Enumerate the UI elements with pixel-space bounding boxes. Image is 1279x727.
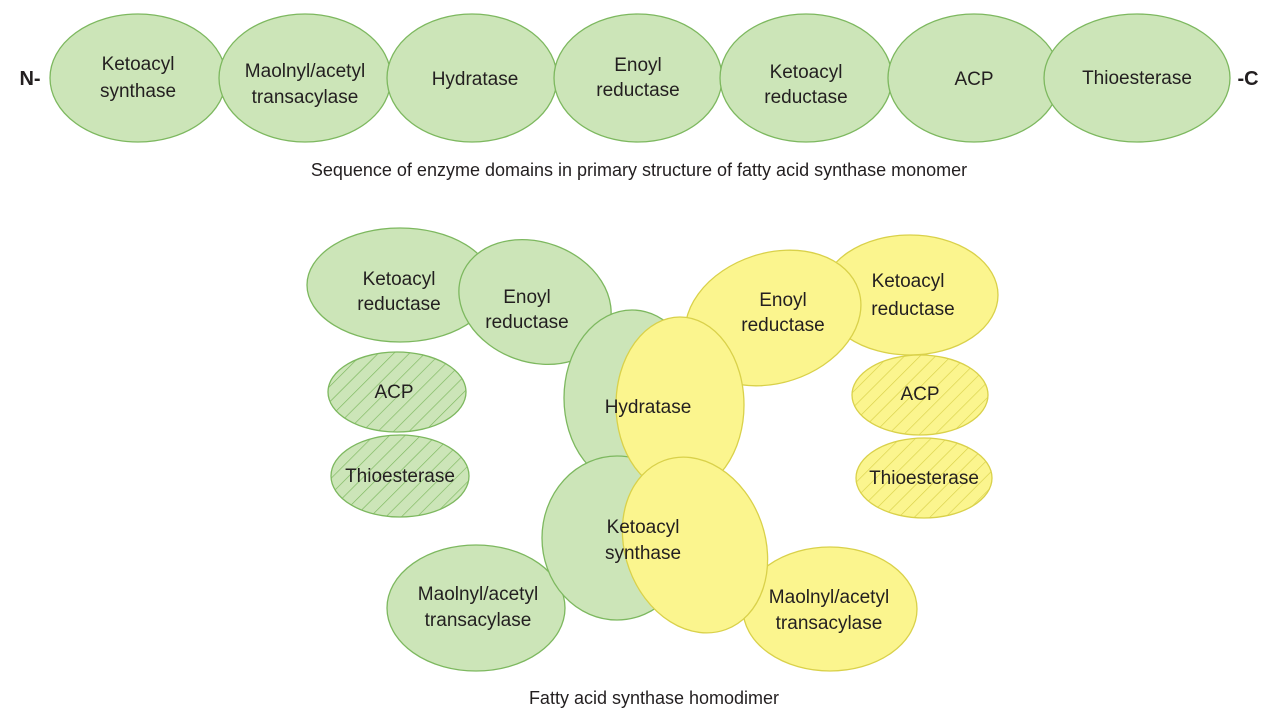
c-terminus-label: -C bbox=[1237, 68, 1258, 90]
green-transacylase-shape bbox=[386, 544, 566, 672]
monomer-thioesterase: Thioesterase bbox=[1043, 13, 1231, 143]
monomer-caption: Sequence of enzyme domains in primary st… bbox=[311, 160, 967, 180]
monomer-ketoacyl-synthase: Ketoacyl synthase bbox=[49, 13, 227, 143]
domain-label-line2: reductase bbox=[596, 80, 679, 101]
ketoacyl-synthase-line2: synthase bbox=[605, 543, 681, 564]
domain-label-line1: Ketoacyl bbox=[102, 54, 175, 75]
green-enoyl-reductase-line2: reductase bbox=[485, 312, 568, 333]
yellow-acp-label: ACP bbox=[900, 384, 939, 405]
yellow-ketoacyl-reductase-line2: reductase bbox=[871, 299, 954, 320]
green-ketoacyl-reductase-line2: reductase bbox=[357, 294, 440, 315]
yellow-enoyl-reductase-line1: Enoyl bbox=[759, 290, 807, 311]
monomer-transacylase: Maolnyl/acetyl transacylase bbox=[218, 13, 392, 143]
domain-label-line1: Thioesterase bbox=[1082, 68, 1192, 89]
domain-label-line1: Maolnyl/acetyl bbox=[245, 61, 365, 82]
yellow-transacylase-line2: transacylase bbox=[776, 613, 883, 634]
yellow-transacylase-shape bbox=[742, 546, 918, 672]
yellow-transacylase-line1: Maolnyl/acetyl bbox=[769, 587, 889, 608]
monomer-enoyl-reductase: Enoyl reductase bbox=[553, 13, 723, 143]
monomer-hydratase: Hydratase bbox=[386, 13, 558, 143]
green-acp-label: ACP bbox=[374, 382, 413, 403]
monomer-acp: ACP bbox=[887, 13, 1061, 143]
n-terminus-label: N- bbox=[19, 68, 40, 90]
domain-ellipse bbox=[49, 13, 227, 143]
ketoacyl-synthase-line1: Ketoacyl bbox=[607, 517, 680, 538]
green-ketoacyl-reductase-line1: Ketoacyl bbox=[363, 269, 436, 290]
yellow-ketoacyl-synthase-shape bbox=[621, 456, 769, 634]
domain-label-line2: transacylase bbox=[252, 87, 359, 108]
domain-label-line1: Hydratase bbox=[432, 69, 519, 90]
green-enoyl-reductase-line1: Enoyl bbox=[503, 287, 551, 308]
domain-label-line2: reductase bbox=[764, 87, 847, 108]
green-acp-shape bbox=[327, 351, 467, 433]
domain-label-line1: ACP bbox=[954, 69, 993, 90]
homodimer: Ketoacyl reductase Enoyl reductase ACP T… bbox=[306, 227, 999, 708]
domain-label-line1: Ketoacyl bbox=[770, 62, 843, 83]
green-transacylase-line1: Maolnyl/acetyl bbox=[418, 584, 538, 605]
yellow-thioesterase-shape bbox=[855, 437, 993, 519]
yellow-enoyl-reductase-line2: reductase bbox=[741, 315, 824, 336]
hydratase-label: Hydratase bbox=[605, 397, 692, 418]
homodimer-caption: Fatty acid synthase homodimer bbox=[529, 688, 779, 708]
green-thioesterase-label: Thioesterase bbox=[345, 466, 455, 487]
domain-ellipse bbox=[1043, 13, 1231, 143]
monomer-ketoacyl-reductase: Ketoacyl reductase bbox=[719, 13, 893, 143]
monomer-chain: N- -C Ketoacyl synthase Maolnyl/acetyl t… bbox=[19, 13, 1259, 180]
yellow-thioesterase-label: Thioesterase bbox=[869, 468, 979, 489]
green-transacylase-line2: transacylase bbox=[425, 610, 532, 631]
domain-label-line2: synthase bbox=[100, 81, 176, 102]
yellow-acp-shape bbox=[851, 354, 989, 436]
yellow-subunit bbox=[615, 234, 999, 672]
green-thioesterase-shape bbox=[330, 434, 470, 518]
domain-label-line1: Enoyl bbox=[614, 55, 662, 76]
yellow-ketoacyl-reductase-line1: Ketoacyl bbox=[872, 271, 945, 292]
domain-ellipse bbox=[553, 13, 723, 143]
